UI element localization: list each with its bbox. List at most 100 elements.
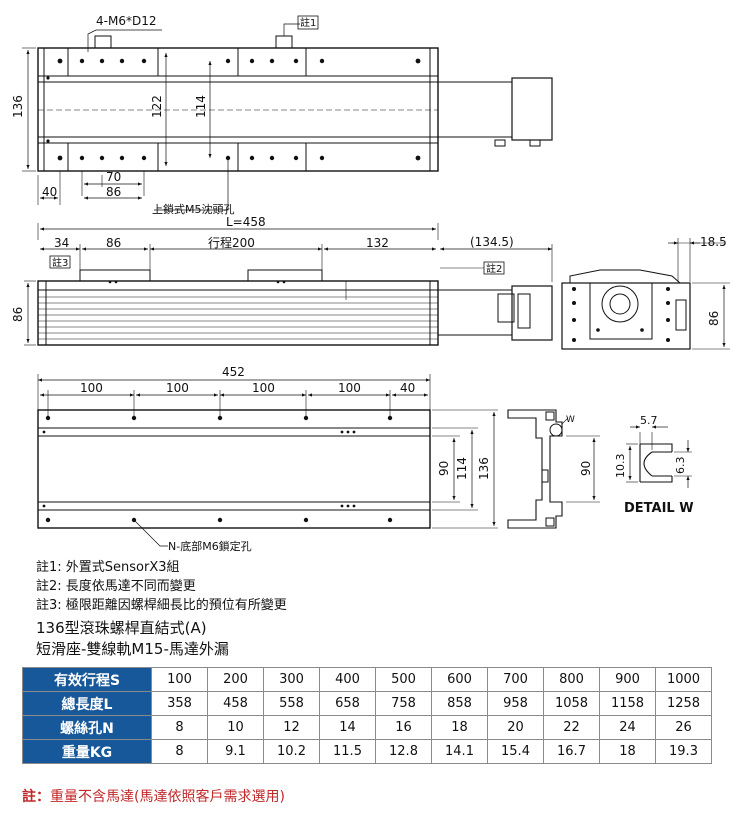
table-cell: 12: [263, 715, 320, 740]
note2-tag: 註2: [486, 263, 502, 275]
top-view: [22, 15, 553, 240]
dim-18-5: 18.5: [700, 235, 727, 249]
side-view: [24, 244, 553, 346]
technical-drawing: 4-M6*D12 註1 136 122 114 70 86 40 上鎖式M5沈頭…: [11, 14, 730, 553]
stroke-label: 行程200: [208, 235, 255, 250]
length-label: L=458: [226, 215, 266, 229]
table-cell: 14: [319, 715, 376, 740]
table-cell: 300: [263, 667, 320, 692]
table-cell: 658: [319, 691, 376, 716]
table-cell: 1258: [655, 691, 712, 716]
footer-prefix: 註：: [22, 789, 50, 805]
dim-134-5: (134.5): [470, 235, 514, 249]
table-cell: 24: [599, 715, 656, 740]
table-cell: 958: [487, 691, 544, 716]
top-holes-label: 4-M6*D12: [96, 14, 156, 28]
table-cell: 10: [207, 715, 264, 740]
dim-40-bottom: 40: [400, 381, 415, 395]
detail-w-label: DETAIL W: [624, 501, 694, 516]
row-header: 螺絲孔N: [22, 715, 152, 740]
dim-100-c: 100: [252, 381, 275, 395]
row-header: 重量KG: [22, 739, 152, 764]
dim-452: 452: [222, 365, 245, 379]
note3-tag: 註3: [52, 257, 68, 269]
table-cell: 400: [319, 667, 376, 692]
table-cell: 14.1: [431, 739, 488, 764]
table-cell: 1158: [599, 691, 656, 716]
dim-136-top: 136: [11, 95, 25, 118]
table-cell: 18: [599, 739, 656, 764]
dim-86-end: 86: [707, 311, 721, 326]
dim-114: 114: [194, 95, 208, 118]
dim-100-b: 100: [166, 381, 189, 395]
row-header: 總長度L: [22, 691, 152, 716]
table-cell: 200: [207, 667, 264, 692]
bottom-hole-label: N-底部M6鎖定孔: [168, 539, 252, 553]
model-title: 136型滾珠螺桿直結式(A): [36, 619, 207, 637]
table-cell: 458: [207, 691, 264, 716]
rail-profile: [507, 409, 600, 529]
table-cell: 11.5: [319, 739, 376, 764]
dim-86: 86: [106, 185, 121, 199]
dim-34: 34: [54, 236, 69, 250]
table-cell: 900: [599, 667, 656, 692]
dim-10-3: 10.3: [614, 454, 627, 479]
dim-5-7: 5.7: [640, 414, 658, 427]
table-cell: 558: [263, 691, 320, 716]
table-cell: 758: [375, 691, 432, 716]
table-cell: 10.2: [263, 739, 320, 764]
table-cell: 8: [151, 715, 208, 740]
dim-132: 132: [366, 236, 389, 250]
m5-hole-label: 上鎖式M5沈頭孔: [152, 202, 235, 216]
note-1: 註1: 外置式SensorX3組: [36, 560, 180, 575]
w-mark: W: [566, 415, 575, 425]
table-cell: 16.7: [543, 739, 600, 764]
notes-list: 註1: 外置式SensorX3組 註2: 長度依馬達不同而變更 註3: 極限距離…: [36, 558, 287, 615]
table-cell: 1058: [543, 691, 600, 716]
dim-90: 90: [437, 461, 451, 476]
table-cell: 8: [151, 739, 208, 764]
table-cell: 358: [151, 691, 208, 716]
table-cell: 15.4: [487, 739, 544, 764]
table-cell: 18: [431, 715, 488, 740]
table-cell: 9.1: [207, 739, 264, 764]
dim-6-3: 6.3: [674, 457, 687, 475]
table-cell: 500: [375, 667, 432, 692]
table-cell: 100: [151, 667, 208, 692]
table-cell: 12.8: [375, 739, 432, 764]
dim-122: 122: [150, 95, 164, 118]
dim-86-side-height: 86: [11, 307, 25, 322]
table-cell: 22: [543, 715, 600, 740]
dim-70: 70: [106, 170, 121, 184]
note-3: 註3: 極限距離因螺桿細長比的預位有所變更: [36, 598, 287, 613]
row-header: 有效行程S: [22, 667, 152, 692]
table-cell: 26: [655, 715, 712, 740]
table-cell: 858: [431, 691, 488, 716]
dim-90-profile: 90: [579, 461, 593, 476]
footer-text: 重量不含馬達(馬達依照客戶需求選用): [50, 789, 285, 805]
table-cell: 800: [543, 667, 600, 692]
dim-136-bottom: 136: [477, 457, 491, 480]
table-cell: 600: [431, 667, 488, 692]
note-2: 註2: 長度依馬達不同而變更: [36, 579, 196, 594]
dim-114-bottom: 114: [455, 457, 469, 480]
detail-w: [626, 425, 692, 488]
end-view: [561, 238, 730, 350]
table-cell: 16: [375, 715, 432, 740]
table-cell: 700: [487, 667, 544, 692]
bottom-view: [37, 374, 498, 547]
table-cell: 1000: [655, 667, 712, 692]
table-cell: 19.3: [655, 739, 712, 764]
table-cell: 20: [487, 715, 544, 740]
dim-40-top: 40: [42, 185, 57, 199]
dim-100-a: 100: [80, 381, 103, 395]
note1-tag: 註1: [300, 17, 316, 29]
dim-100-d: 100: [338, 381, 361, 395]
footer-note: 註：重量不含馬達(馬達依照客戶需求選用): [22, 786, 285, 806]
dim-86-side: 86: [106, 236, 121, 250]
